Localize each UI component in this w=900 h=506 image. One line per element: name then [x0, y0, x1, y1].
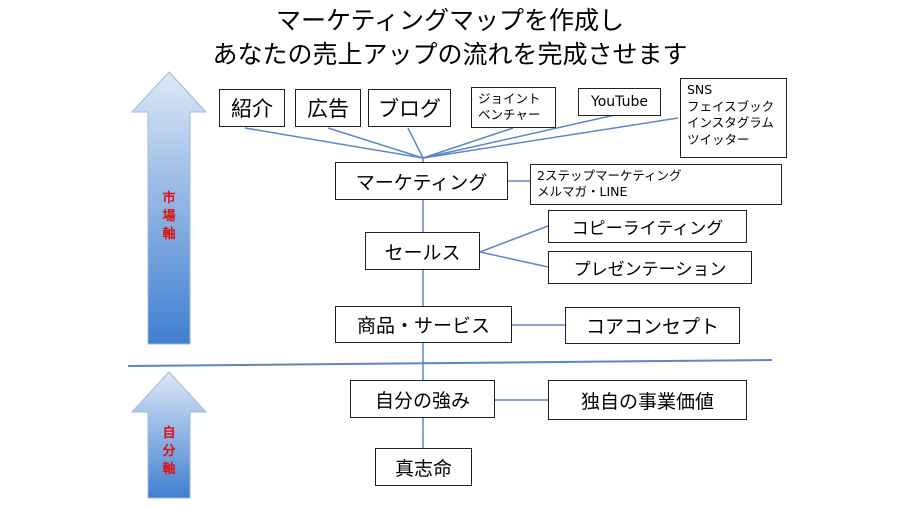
- market-axis-arrow: [130, 71, 208, 345]
- channel-youtube-box: YouTube: [578, 88, 661, 116]
- mission-box: 真志命: [375, 448, 472, 486]
- market-axis-label: 市 場 軸: [162, 191, 176, 242]
- title-line-2: あなたの売上アップの流れを完成させます: [212, 40, 688, 69]
- self-axis-arrow: [130, 371, 208, 499]
- self-axis-label: 自 分 軸: [162, 426, 176, 477]
- sales-box: セールス: [365, 232, 480, 270]
- core-concept-box: コアコンセプト: [565, 307, 740, 344]
- presentation-box: プレゼンテーション: [548, 251, 752, 284]
- strength-box: 自分の強み: [350, 380, 495, 418]
- channel-blog-box: ブログ: [368, 89, 451, 127]
- title-line-1: マーケティングマップを作成し: [275, 6, 624, 35]
- channel-ads-box: 広告: [295, 89, 361, 127]
- product-service-box: 商品・サービス: [335, 306, 512, 343]
- copywriting-box: コピーライティング: [548, 210, 747, 243]
- channel-sns-box: SNS フェイスブック インスタグラム ツイッター: [680, 78, 787, 158]
- marketing-note-box: 2ステップマーケティング メルマガ・LINE: [530, 164, 782, 205]
- axis-divider: [127, 359, 773, 367]
- channel-referral-box: 紹介: [219, 89, 285, 127]
- marketing-box: マーケティング: [335, 162, 508, 200]
- channel-jv-box: ジョイント ベンチャー: [471, 87, 556, 128]
- unique-value-box: 独自の事業価値: [548, 380, 747, 420]
